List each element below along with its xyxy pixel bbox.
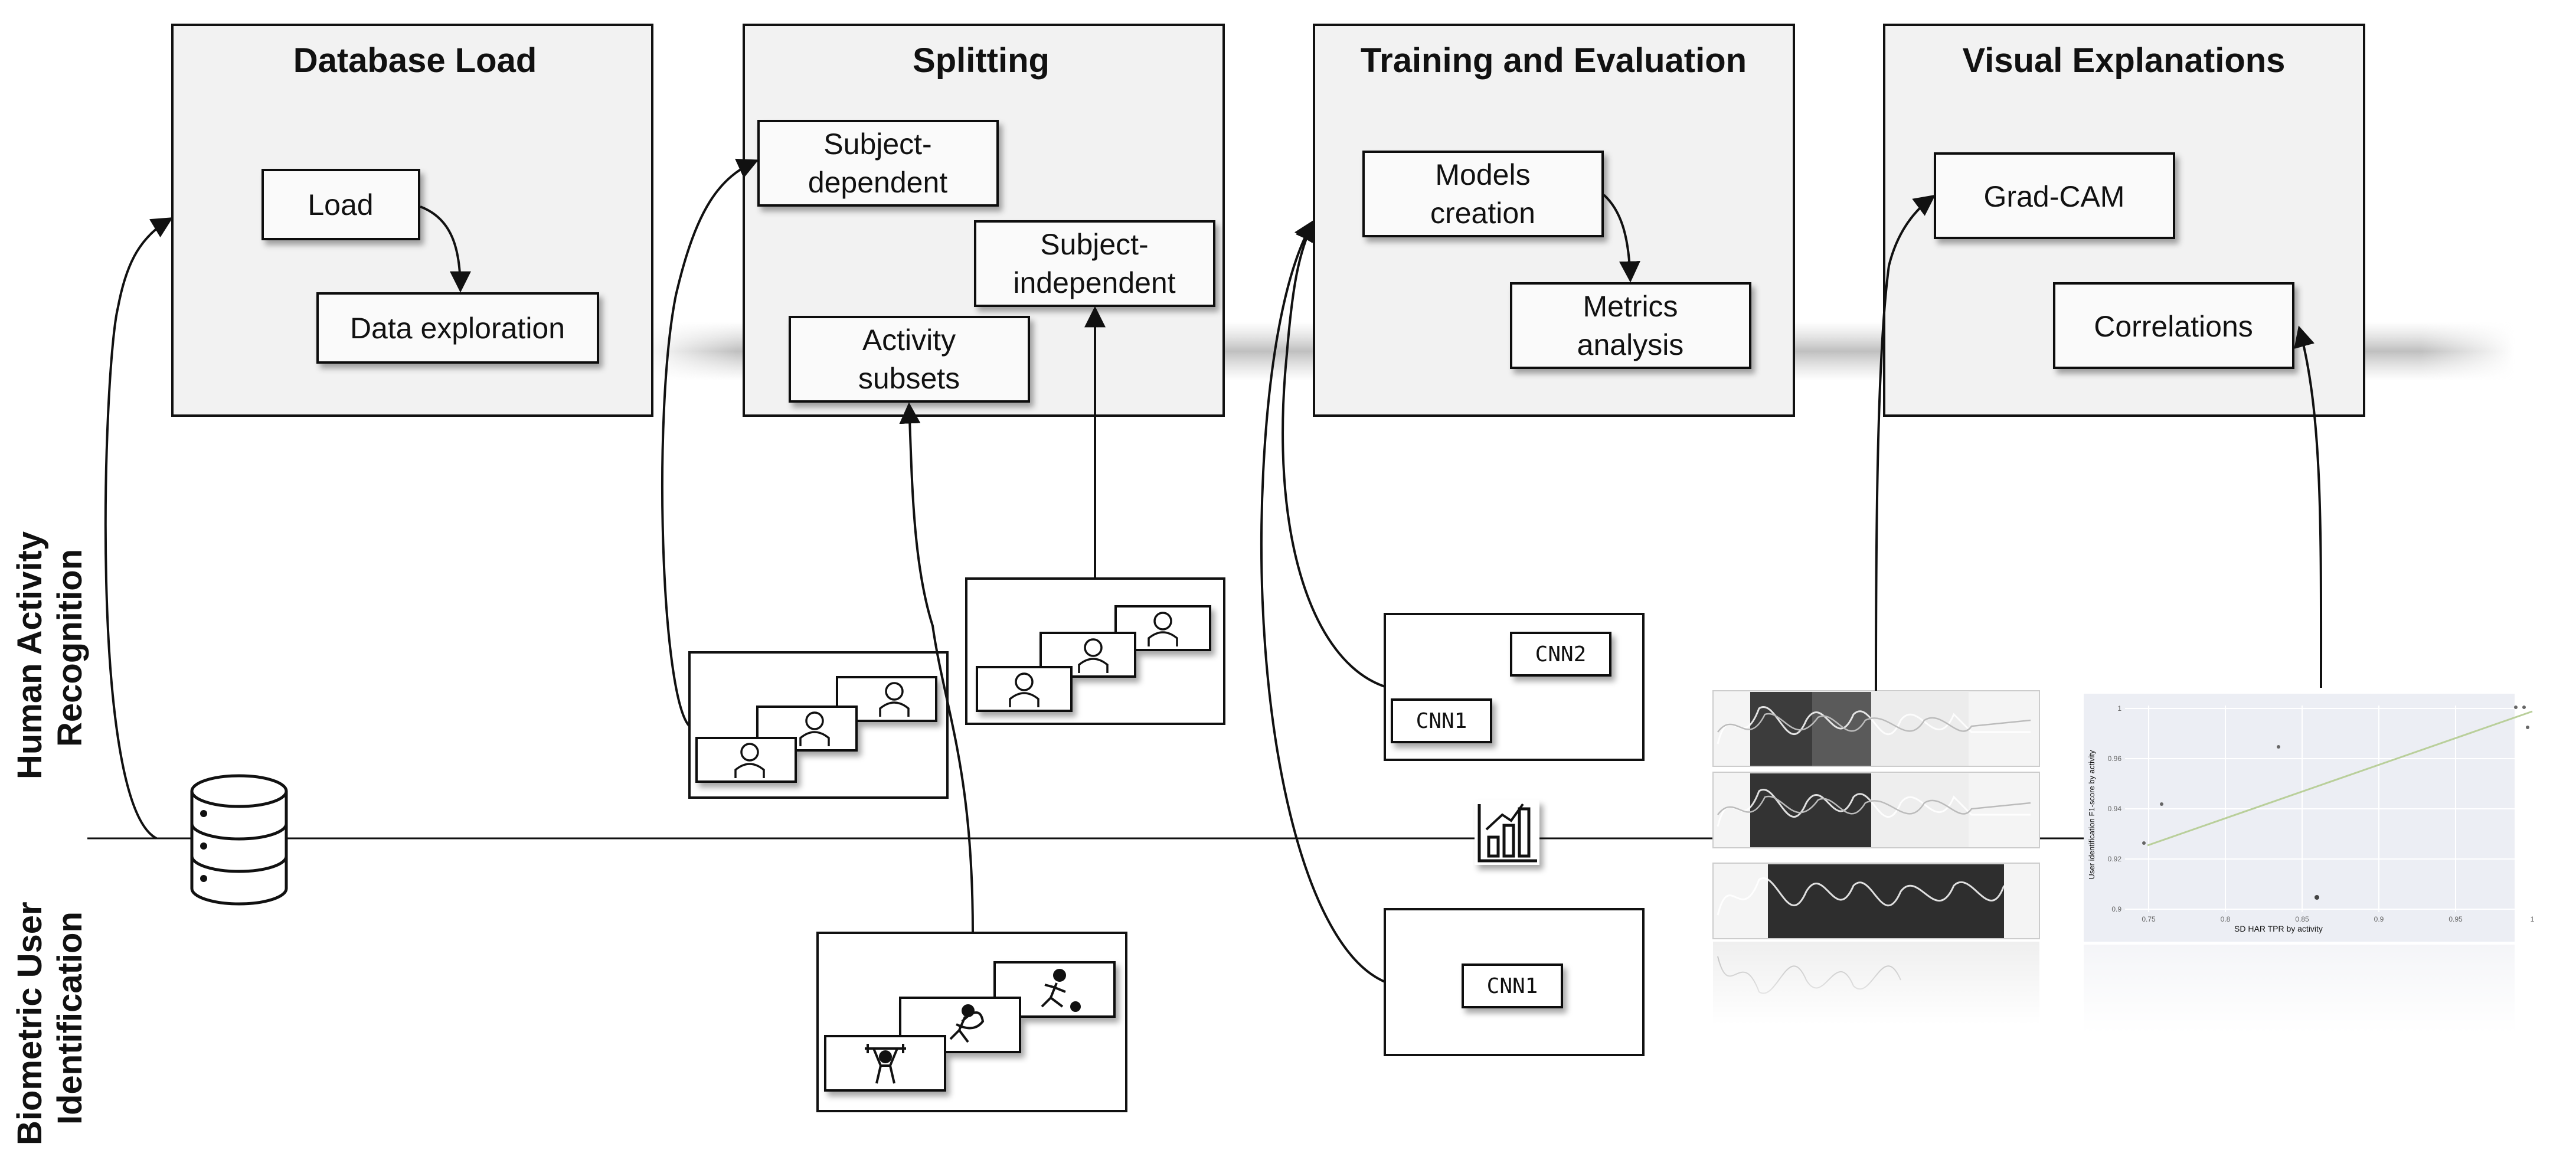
y-tick-label: 0.94 — [2108, 805, 2122, 813]
arrow-db-to-load — [104, 217, 174, 840]
models-creation-label: creation — [1430, 197, 1535, 230]
person-icon — [1009, 612, 1178, 707]
subject-dependent-label: dependent — [808, 166, 947, 199]
subject-independent-datasets — [965, 577, 1225, 725]
models-creation-label: Models — [1435, 158, 1530, 191]
arrow-dependent-to-split — [661, 158, 759, 727]
database-icon — [190, 774, 288, 906]
svg-text:Identification: Identification — [51, 912, 89, 1125]
grad-cam-box — [1934, 152, 2175, 239]
x-tick-label: 0.95 — [2448, 915, 2463, 923]
activity-icon — [865, 969, 1081, 1084]
stage-title: Database Load — [293, 41, 537, 80]
data-point — [2522, 706, 2526, 709]
arrow-activity-to-split — [899, 402, 974, 933]
plot-x-label: SD HAR TPR by activity — [2234, 924, 2323, 933]
data-point — [2160, 802, 2163, 806]
data-point — [2315, 895, 2319, 900]
svg-text:Recognition: Recognition — [51, 549, 89, 747]
data-point — [2277, 745, 2280, 749]
trend-line — [2147, 710, 2533, 847]
model-cnn1-label: CNN1 — [1487, 974, 1538, 998]
y-tick-label: 0.9 — [2111, 905, 2121, 913]
stage-title: Splitting — [913, 41, 1050, 80]
data-point — [2526, 726, 2529, 729]
x-tick-label: 0.85 — [2295, 915, 2309, 923]
grad-cam-heatmaps — [1712, 690, 2040, 1024]
x-tick-label: 1 — [2531, 915, 2535, 923]
arrow-models-to-metrics — [1603, 194, 1640, 283]
side-label-har: Human Activity Recognition — [11, 531, 89, 779]
activity-subsets-label: Activity — [862, 324, 956, 357]
data-point — [2514, 706, 2518, 709]
y-tick-label: 1 — [2117, 704, 2121, 713]
arrow-heatmaps-to-gradcam — [1875, 194, 1936, 691]
stage-title: Visual Explanations — [1963, 41, 2286, 80]
metrics-analysis-label: analysis — [1577, 328, 1684, 361]
plot-x-ticks: 0.75 0.8 0.85 0.9 0.95 1 — [2142, 915, 2534, 923]
model-cnn1-label: CNN1 — [1416, 709, 1467, 733]
subject-dependent-box — [757, 120, 999, 207]
metrics-analysis-box — [1510, 282, 1751, 369]
x-tick-label: 0.75 — [2142, 915, 2156, 923]
data-exploration-label: Data exploration — [350, 312, 565, 345]
arrow-load-to-exploration — [420, 205, 471, 293]
load-label: Load — [308, 188, 373, 221]
activity-subsets-label: subsets — [858, 362, 960, 395]
metrics-analysis-label: Metrics — [1583, 290, 1678, 323]
plot-grid — [2125, 706, 2533, 912]
correlation-scatter-plot: 0.75 0.8 0.85 0.9 0.95 1 1 0.96 0.94 0.92 0.9 SD … — [2084, 694, 2535, 1033]
x-tick-label: 0.9 — [2374, 915, 2384, 923]
person-icon — [734, 682, 910, 778]
subject-independent-label: Subject- — [1040, 228, 1148, 261]
arrow-har-models-to-training — [1282, 219, 1385, 688]
x-tick-label: 0.8 — [2221, 915, 2231, 923]
correlations-label: Correlations — [2094, 310, 2253, 343]
subject-independent-label: independent — [1013, 266, 1175, 299]
har-models-group: CNN2 CNN1 — [1384, 613, 1645, 761]
analytics-icon — [1475, 800, 1539, 865]
subject-dependent-datasets — [688, 651, 949, 799]
plot-y-ticks: 1 0.96 0.94 0.92 0.9 — [2108, 704, 2122, 913]
bui-models-group: CNN1 — [1384, 908, 1645, 1056]
y-tick-label: 0.96 — [2108, 755, 2122, 763]
svg-text:Human Activity: Human Activity — [11, 531, 49, 779]
svg-text:Biometric User: Biometric User — [11, 902, 49, 1145]
subject-independent-box — [974, 220, 1215, 307]
load-box — [261, 169, 420, 240]
models-creation-box — [1362, 151, 1604, 237]
y-tick-label: 0.92 — [2108, 855, 2122, 863]
activity-datasets — [816, 932, 1127, 1112]
arrow-plot-to-correlations — [2294, 325, 2323, 688]
grad-cam-label: Grad-CAM — [1984, 180, 2125, 213]
data-point — [2142, 841, 2146, 845]
data-exploration-box — [316, 292, 599, 364]
correlations-box — [2053, 282, 2294, 369]
side-label-bui: Biometric User Identification — [11, 902, 89, 1145]
model-cnn2-label: CNN2 — [1535, 642, 1587, 667]
stage-title: Training and Evaluation — [1361, 41, 1747, 80]
activity-subsets-box — [789, 316, 1030, 403]
arrow-bui-models-to-training — [1260, 219, 1385, 983]
plot-y-label: User identification F1-score by activity — [2087, 750, 2096, 879]
subject-dependent-label: Subject- — [823, 128, 931, 161]
